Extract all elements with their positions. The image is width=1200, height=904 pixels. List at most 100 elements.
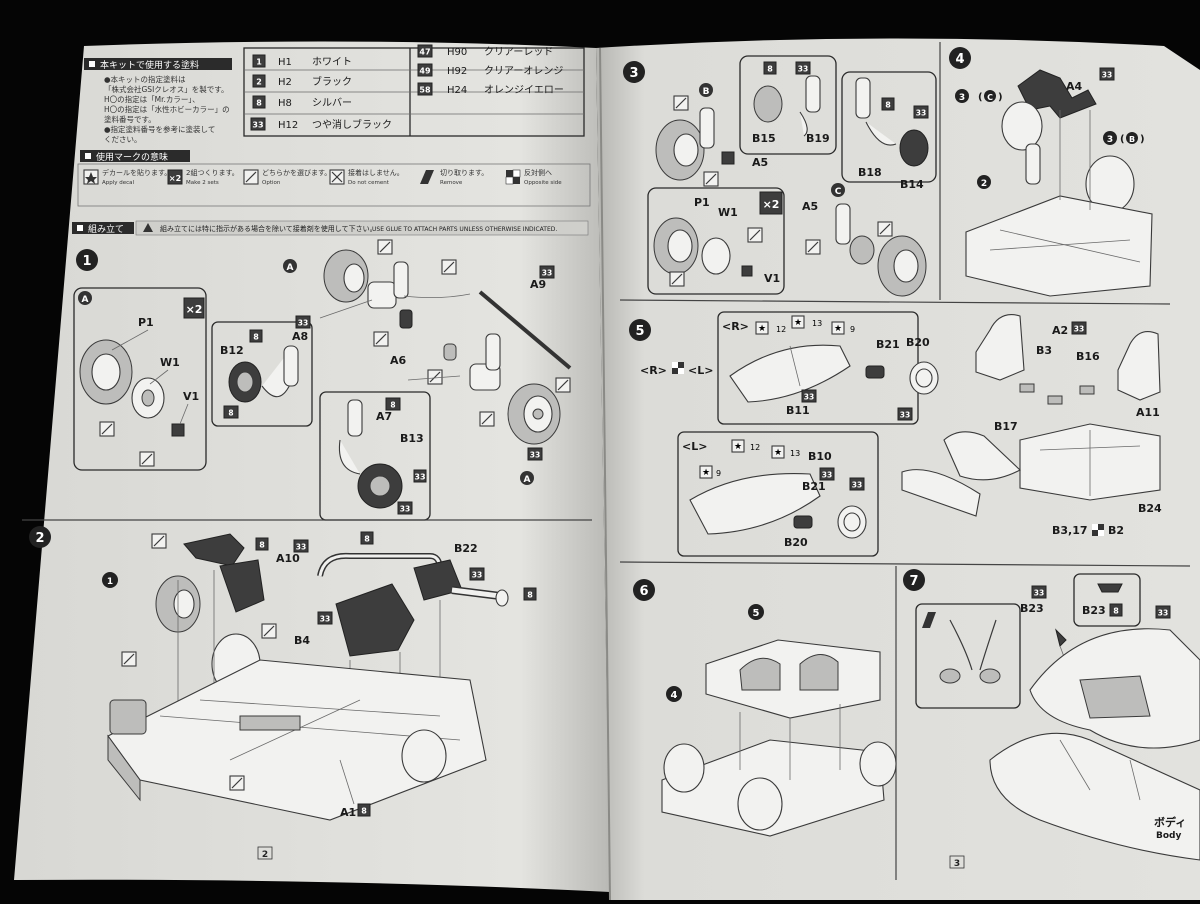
step-number: 4 xyxy=(955,52,964,67)
assembly-note-jp: 組み立てには特に指示がある場合を除いて接着剤を使用して下さい。 xyxy=(160,224,377,233)
page-number-box xyxy=(949,855,965,869)
paints-header-bar xyxy=(84,58,232,70)
paints-header: 本キットで使用する塗料 xyxy=(100,59,199,71)
paint-number: 33 xyxy=(252,121,263,130)
part-label: W1 xyxy=(160,356,180,369)
part-label: A6 xyxy=(390,354,407,367)
paint-number: 47 xyxy=(419,48,430,57)
svg-text:★: ★ xyxy=(834,324,842,334)
subassembly-ref: 2 xyxy=(981,179,987,189)
transmission-part xyxy=(335,583,415,657)
paint-badge: 33 xyxy=(916,109,926,118)
paint-badge: 33 xyxy=(400,505,410,514)
shock-part xyxy=(393,261,409,299)
paint-number: 2 xyxy=(256,78,262,87)
step-7: 7 B23 33 B23 8 33 ボディ Body xyxy=(903,569,1200,861)
part-label: B16 xyxy=(1076,350,1100,363)
part-label: B19 xyxy=(806,132,830,145)
mark-make-two: ×2 2組つくります。 Make 2 sets xyxy=(167,168,239,186)
body-label-jp: ボディ xyxy=(1154,815,1186,829)
decal-number: 12 xyxy=(750,443,760,452)
part-label: B23 xyxy=(1020,602,1044,615)
subassembly-letter: A xyxy=(524,475,531,485)
step-number: 2 xyxy=(35,531,44,546)
marks-box xyxy=(77,163,591,207)
rear-subframe-part xyxy=(1017,69,1097,119)
paint-code: H12 xyxy=(278,120,298,131)
dashboard-r-part xyxy=(729,344,851,403)
mark-no-cement: 接着はしません。 Do not cement xyxy=(329,168,404,186)
part-label: A1 xyxy=(340,806,356,819)
part-label: W1 xyxy=(718,206,738,219)
paint-note-line: 「株式会社GSIクレオス」を製です。 xyxy=(104,84,229,94)
paint-number: 1 xyxy=(256,58,262,67)
mark-en: Apply decal xyxy=(102,180,135,186)
mark-en: Do not cement xyxy=(348,180,390,186)
mark-jp: 切り取ります。 xyxy=(440,169,488,177)
paint-badge: 33 xyxy=(900,411,910,420)
part-label: B22 xyxy=(454,542,478,555)
multiplier-badge: ×2 xyxy=(186,303,203,316)
paint-row: 58 H24 オレンジイエロー xyxy=(417,82,564,96)
svg-text:(: ( xyxy=(1120,134,1125,145)
step-2-badge xyxy=(29,526,51,548)
paint-code: H92 xyxy=(447,66,467,77)
paint-badge: 8 xyxy=(527,591,533,600)
knuckle-box xyxy=(211,321,313,427)
cut-detail-box xyxy=(915,603,1021,709)
step-1-badge xyxy=(76,249,98,271)
step-6: 6 5 4 xyxy=(633,579,897,837)
paint-badge: 8 xyxy=(259,541,265,550)
mark-jp: 反対側へ xyxy=(524,168,552,177)
mark-jp: 接着はしません。 xyxy=(348,168,404,177)
part-label: A11 xyxy=(1136,406,1160,419)
step-number: 3 xyxy=(629,66,638,81)
mark-remove: 切り取ります。 Remove xyxy=(420,169,488,186)
multiplier-badge: ×2 xyxy=(763,198,780,211)
svg-text:★: ★ xyxy=(774,448,782,458)
part-label: B23 xyxy=(1082,604,1106,617)
paint-badge: 8 xyxy=(361,807,367,816)
decal-number: 13 xyxy=(812,319,822,328)
assembly-note-en: USE GLUE TO ATTACH PARTS UNLESS OTHERWIS… xyxy=(372,226,557,233)
paint-badge: 33 xyxy=(542,269,552,278)
paint-row: 33 H12 つや消しブラック xyxy=(250,117,392,131)
paint-row: 49 H92 クリアーオレンジ xyxy=(417,63,563,77)
paint-code: H24 xyxy=(447,85,467,96)
paint-number: 49 xyxy=(419,67,431,76)
subassembly-letter: A xyxy=(82,295,89,305)
mark-opposite-side: 反対側へ Opposite side xyxy=(505,168,562,186)
part-label: A5 xyxy=(802,200,818,213)
paint-badge: 8 xyxy=(1113,607,1119,616)
paint-badge: 33 xyxy=(804,393,814,402)
paint-badge: 33 xyxy=(822,471,832,480)
mark-jp: どちらかを選びます。 xyxy=(262,168,331,177)
svg-text:): ) xyxy=(998,92,1003,103)
paint-badge: 8 xyxy=(390,401,395,410)
subassembly-letter: B xyxy=(703,87,710,97)
svg-text:×2: ×2 xyxy=(169,174,181,183)
side-tag: <R> xyxy=(640,364,667,377)
part-label: B11 xyxy=(786,404,810,417)
part-label: V1 xyxy=(764,272,780,285)
paint-badge: 8 xyxy=(885,101,891,110)
subassembly-ref: 5 xyxy=(753,608,760,619)
step-number: 6 xyxy=(639,584,648,599)
marks-legend: デカールを貼ります。 Apply decal ×2 2組つくります。 Make … xyxy=(83,168,562,186)
tie-rod-part xyxy=(478,290,572,370)
svg-text:1: 1 xyxy=(107,577,113,587)
paint-name: オレンジイエロー xyxy=(484,84,564,96)
paint-note-line: H〇の指定は「Mr.カラー」、 xyxy=(104,94,200,104)
mark-jp: 2組つくります。 xyxy=(186,168,239,177)
paint-name: つや消しブラック xyxy=(312,118,392,131)
dashboard-l-box xyxy=(677,431,879,557)
mark-decal: デカールを貼ります。 Apply decal xyxy=(83,168,171,186)
paint-code: H8 xyxy=(278,98,292,109)
page-number: 3 xyxy=(954,859,960,869)
paint-badge: 8 xyxy=(253,333,259,342)
paint-badge: 33 xyxy=(298,319,308,328)
mark-en: Option xyxy=(262,180,281,186)
paint-row: 8 H8 シルバー xyxy=(252,95,352,109)
mark-en: Remove xyxy=(440,180,463,186)
paint-code: H90 xyxy=(447,47,467,58)
